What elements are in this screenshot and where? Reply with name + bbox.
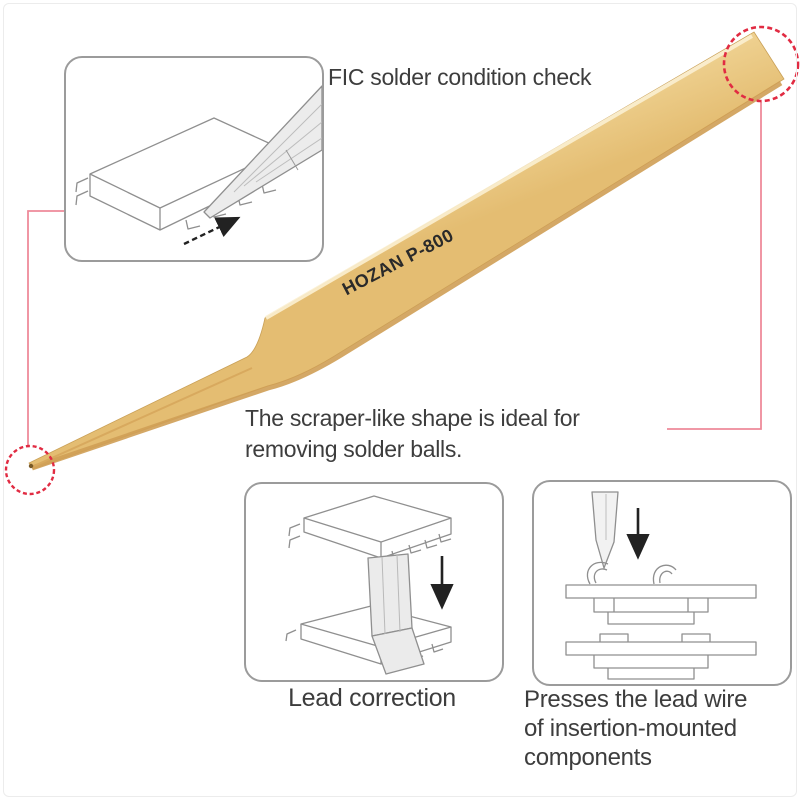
lead-correction-figure-box: [244, 482, 504, 682]
press-caption-line3: components: [524, 744, 652, 771]
scraper-tool-needle-crease: [33, 367, 253, 467]
press-lead-caption: Presses the lead wire of insertion-mount…: [524, 685, 747, 772]
lead-correction-caption: Lead correction: [288, 684, 456, 712]
scraper-caption-line1: The scraper-like shape is ideal for: [245, 405, 580, 431]
upper-ic-drawing: [288, 495, 452, 560]
scraper-tool-shadow-edge: [31, 80, 783, 471]
scraper-tool-highlight-edge: [264, 34, 754, 320]
lower-ic-drawing: [285, 605, 452, 665]
press-lead-figure-box: [532, 480, 792, 686]
pressing-blade-drawing: [367, 553, 425, 675]
tip-highlight-circle-bottom-left: [4, 444, 56, 496]
lead-correction-illustration: [285, 495, 454, 675]
board-flattened-leads-drawing: [565, 633, 757, 680]
scrape-direction-arrow: [183, 216, 241, 246]
tip-highlight-circle-top-right: [722, 25, 800, 103]
blade-tip-drawing: [591, 491, 619, 569]
scraper-caption-line2: removing solder balls.: [245, 436, 463, 462]
press-caption-line1: Presses the lead wire: [524, 686, 748, 713]
board-bent-leads-drawing: [565, 561, 757, 625]
ic-scraping-illustration: [75, 85, 322, 246]
scraper-tool: HOZAN P-800: [28, 31, 785, 471]
scraper-tool-tip-point: [28, 463, 34, 469]
press-caption-line2: of insertion-mounted: [524, 715, 737, 742]
fic-check-figure-box: [64, 56, 324, 262]
connector-line-right: [667, 102, 762, 430]
fic-check-caption: FIC solder condition check: [328, 64, 592, 90]
press-lead-wire-illustration: [565, 491, 757, 680]
scraper-shape-caption: The scraper-like shape is ideal for remo…: [245, 403, 580, 465]
scraper-tip-drawing: [203, 85, 322, 219]
connector-line-left: [27, 210, 64, 446]
